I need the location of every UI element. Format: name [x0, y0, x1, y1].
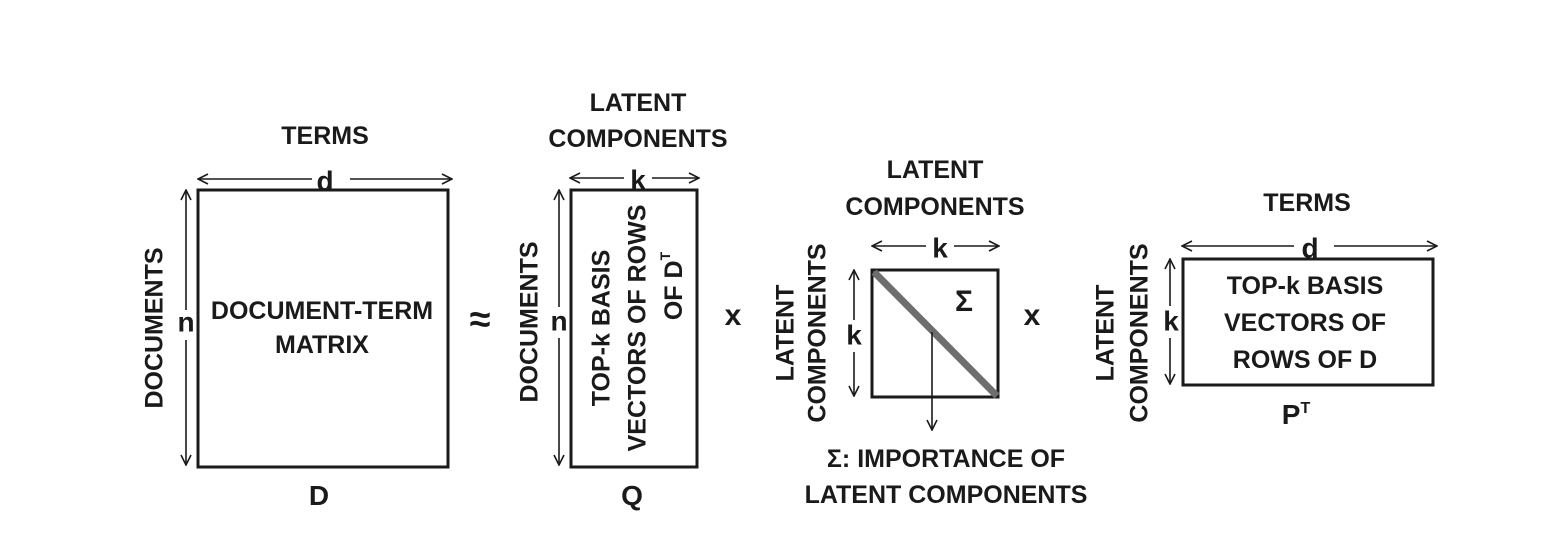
matrix-p-side-label-line1: LATENT — [1092, 285, 1120, 382]
matrix-sigma-caption-line1: Σ: IMPORTANCE OF — [827, 445, 1065, 473]
matrix-sigma-width-dim: k — [932, 232, 948, 263]
matrix-q-group: LATENT COMPONENTS k DOCUMENTS n TOP-k BA… — [516, 89, 728, 511]
matrix-q-body-line3: OF DT — [657, 251, 688, 320]
matrix-d-body-line2: MATRIX — [275, 331, 369, 359]
matrix-d-top-label: TERMS — [281, 122, 369, 150]
matrix-p-width-dim: d — [1301, 232, 1318, 263]
matrix-q-name: Q — [621, 480, 643, 511]
matrix-p-transpose-sup: T — [1300, 400, 1310, 417]
matrix-q-box — [569, 188, 699, 469]
matrix-d-name: D — [309, 480, 329, 511]
matrix-sigma-caption-line2: LATENT COMPONENTS — [805, 481, 1088, 509]
matrix-p-group: TERMS d LATENT COMPONENTS k TOP-k BASIS … — [1092, 189, 1437, 430]
matrix-q-side-label: DOCUMENTS — [516, 241, 544, 402]
times-symbol-2: x — [1024, 299, 1041, 332]
matrix-q-transpose-sup: T — [657, 251, 673, 260]
matrix-p-box — [1181, 257, 1435, 387]
matrix-q-top-label-line2: COMPONENTS — [548, 125, 727, 153]
matrix-sigma-diagonal — [871, 269, 1000, 399]
matrix-p-body-line1: TOP-k BASIS — [1227, 272, 1384, 300]
matrix-p-side-label-line2: COMPONENTS — [1126, 243, 1154, 422]
matrix-sigma-group: LATENT COMPONENTS k LATENT COMPONENTS k … — [772, 156, 1088, 509]
matrix-p-body-line3: ROWS OF D — [1233, 346, 1377, 374]
matrix-sigma-box — [870, 268, 1000, 399]
approx-symbol: ≈ — [470, 299, 491, 341]
matrix-q-body-line1: TOP-k BASIS — [588, 250, 616, 407]
matrix-sigma-height-dim: k — [846, 319, 862, 350]
matrix-d-body-line1: DOCUMENT-TERM — [211, 297, 433, 325]
matrix-q-height-dim: n — [550, 305, 567, 336]
matrix-p-top-label: TERMS — [1263, 189, 1351, 217]
matrix-p-name: PT — [1282, 399, 1311, 430]
matrix-p-height-dim: k — [1163, 305, 1179, 336]
matrix-p-body-line2: VECTORS OF — [1224, 309, 1386, 337]
matrix-sigma-side-label-line2: COMPONENTS — [804, 243, 832, 422]
matrix-q-width-dim: k — [630, 164, 646, 195]
matrix-q-body-line2: VECTORS OF ROWS — [624, 205, 652, 452]
matrix-d-box — [196, 188, 450, 469]
matrix-q-top-label-line1: LATENT — [590, 89, 687, 117]
matrix-d-group: TERMS d DOCUMENTS n DOCUMENT-TERM MATRIX… — [141, 122, 452, 511]
matrix-sigma-symbol: Σ — [955, 285, 973, 318]
matrix-d-height-dim: n — [177, 306, 194, 337]
matrix-sigma-side-label-line1: LATENT — [772, 285, 800, 382]
matrix-d-width-dim: d — [316, 165, 333, 196]
matrix-d-side-label: DOCUMENTS — [141, 247, 169, 408]
times-symbol-1: x — [725, 299, 742, 332]
matrix-sigma-top-label-line2: COMPONENTS — [845, 193, 1024, 221]
matrix-sigma-top-label-line1: LATENT — [887, 156, 984, 184]
